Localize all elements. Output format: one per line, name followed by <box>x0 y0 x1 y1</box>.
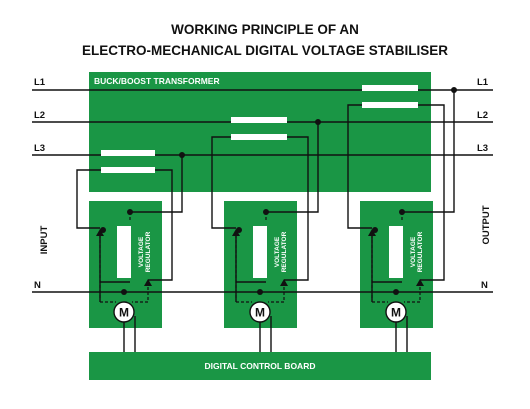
junction-reg2-n <box>257 289 263 295</box>
voltage-regulator-coil-2 <box>253 226 267 278</box>
junction-reg1-top <box>127 209 133 215</box>
junction-reg2-top <box>263 209 269 215</box>
line-label-l3-right: L3 <box>477 143 488 154</box>
junction-reg3-tap <box>372 227 378 233</box>
motor-3 <box>385 301 407 323</box>
junction-reg2-tap <box>236 227 242 233</box>
control-board-label: DIGITAL CONTROL BOARD <box>205 361 316 371</box>
title-line-2: ELECTRO-MECHANICAL DIGITAL VOLTAGE STABI… <box>82 43 448 58</box>
line-label-n-right: N <box>481 280 488 291</box>
motor-2 <box>249 301 271 323</box>
junction-reg1-tap <box>100 227 106 233</box>
voltage-regulator-label-1: VOLTAGEREGULATOR <box>138 231 152 272</box>
winding-l2-primary <box>231 117 287 123</box>
line-label-l3-left: L3 <box>34 143 45 154</box>
junction-reg3-top <box>399 209 405 215</box>
winding-l3-secondary <box>101 167 155 173</box>
winding-l1-secondary <box>362 102 418 108</box>
voltage-regulator-label-2: VOLTAGEREGULATOR <box>274 231 288 272</box>
line-label-l2-right: L2 <box>477 110 488 121</box>
junction-reg3-n <box>393 289 399 295</box>
winding-l2-secondary <box>231 134 287 140</box>
line-label-l2-left: L2 <box>34 110 45 121</box>
line-label-l1-right: L1 <box>477 77 489 88</box>
line-label-l1-left: L1 <box>34 77 46 88</box>
voltage-regulator-coil-3 <box>389 226 403 278</box>
transformer-label: BUCK/BOOST TRANSFORMER <box>94 76 220 86</box>
output-label: OUTPUT <box>481 205 492 244</box>
line-label-n-left: N <box>34 280 41 291</box>
digital-control-board <box>89 352 431 380</box>
winding-l1-primary <box>362 85 418 91</box>
junction-l2-tap <box>315 119 321 125</box>
motor-1 <box>113 301 135 323</box>
junction-l1-tap <box>451 87 457 93</box>
motor-label-1: M <box>119 306 129 320</box>
title-line-1: WORKING PRINCIPLE OF AN <box>171 22 359 37</box>
junction-l3-tap <box>179 152 185 158</box>
input-label: INPUT <box>39 226 50 255</box>
voltage-regulator-coil-1 <box>117 226 131 278</box>
winding-l3-primary <box>101 150 155 156</box>
motor-label-3: M <box>391 306 401 320</box>
voltage-regulator-label-3: VOLTAGEREGULATOR <box>410 231 424 272</box>
junction-reg1-n <box>121 289 127 295</box>
motor-label-2: M <box>255 306 265 320</box>
